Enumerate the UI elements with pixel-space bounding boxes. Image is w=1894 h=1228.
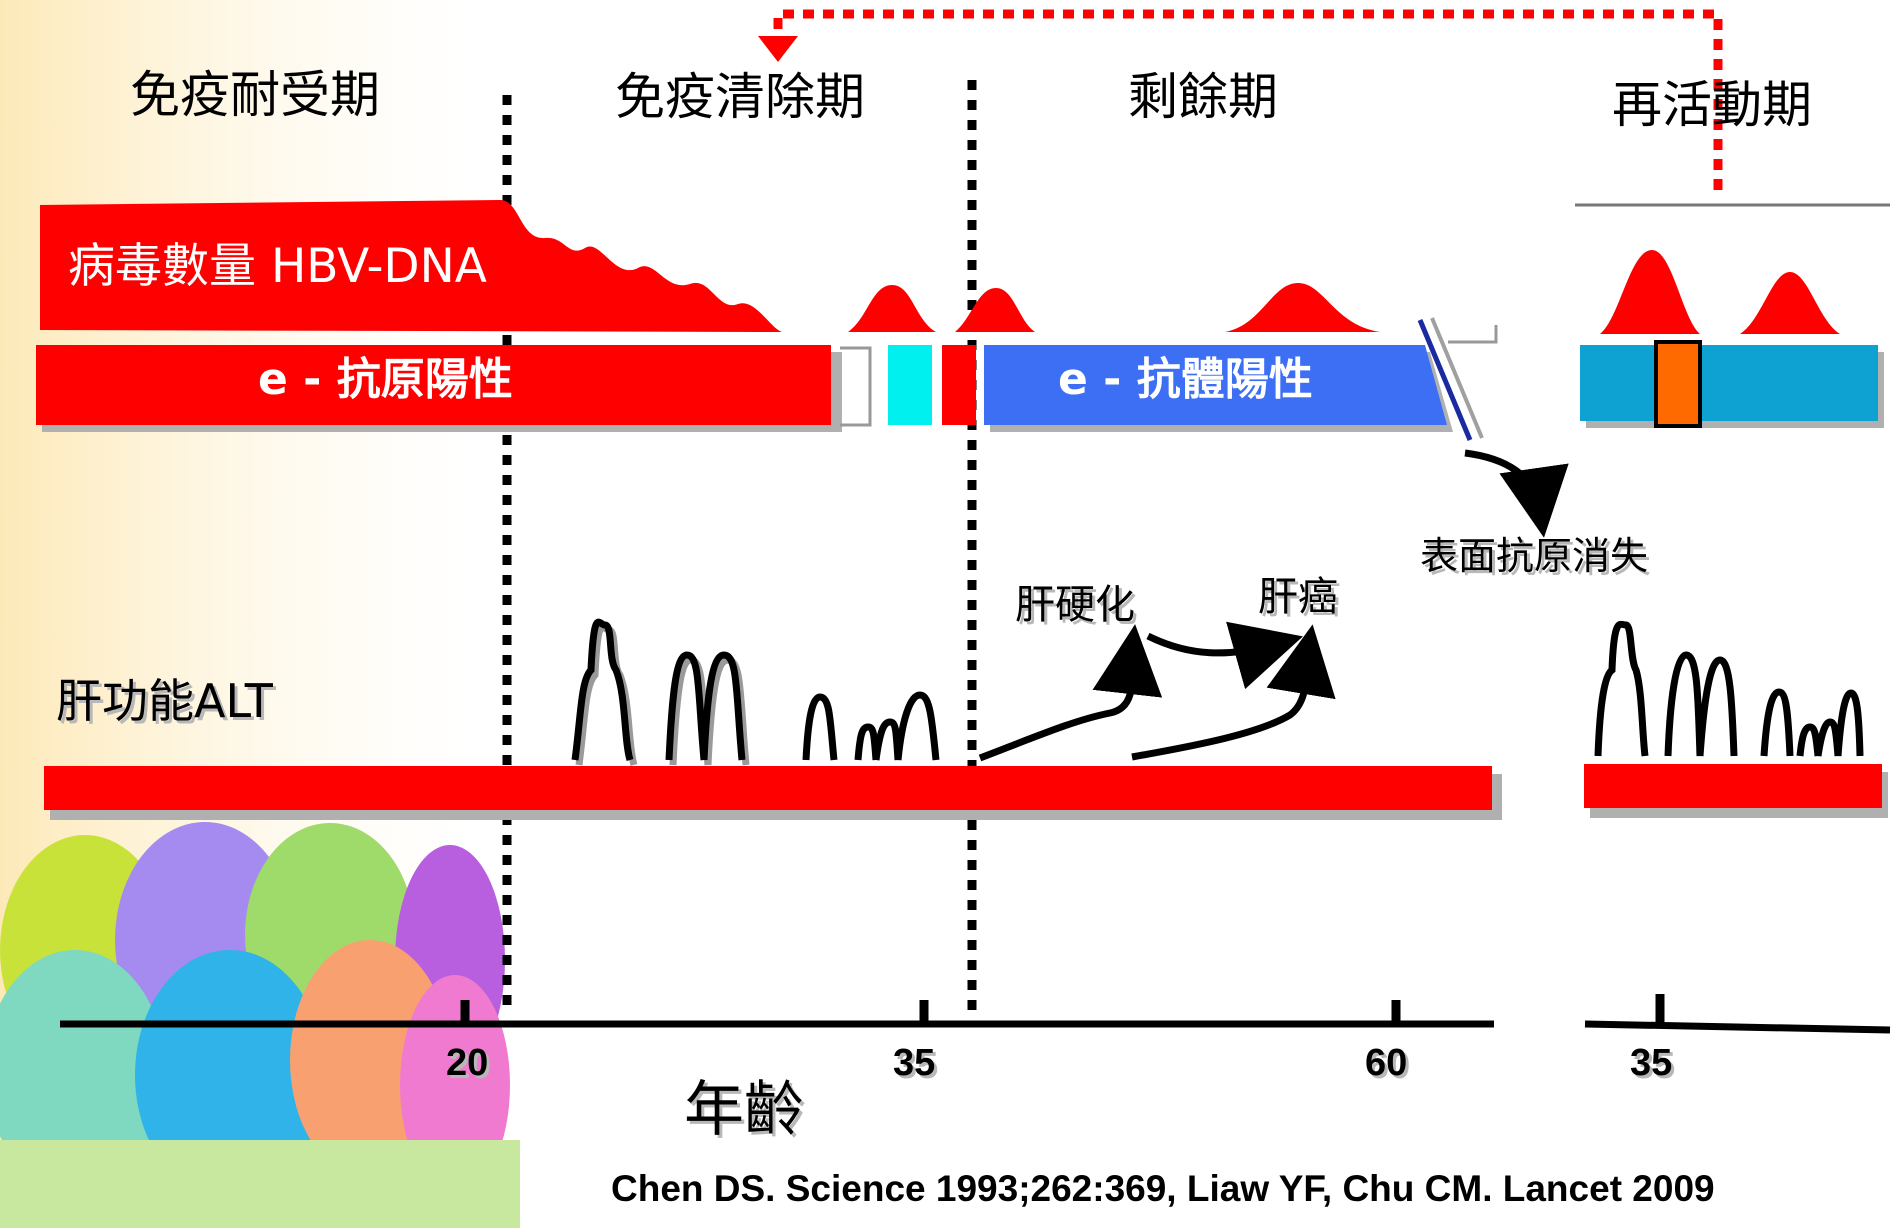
viral-load-peak xyxy=(1225,283,1380,332)
gap-outline xyxy=(840,346,872,427)
cirrhosis-arrow xyxy=(978,624,1163,762)
viral-load-label: 病毒數量 HBV-DNA xyxy=(68,239,487,294)
viral-load-peak xyxy=(848,285,936,332)
e-antibody-bar xyxy=(984,345,1447,425)
surface-antigen-arrow xyxy=(1464,449,1569,538)
break-mark xyxy=(1417,319,1473,441)
phase-label-immune-tolerant: 免疫耐受期 xyxy=(130,66,380,124)
e-antigen-bar xyxy=(36,345,831,425)
viral-load-main xyxy=(40,200,782,332)
reactivation-age-tick-label: 35 xyxy=(1630,1042,1673,1084)
viral-load-peak xyxy=(955,288,1035,332)
phase-label-residual: 剩餘期 xyxy=(1128,68,1278,126)
age-axis-title: 年齡 xyxy=(684,1075,804,1145)
cyan-segment xyxy=(888,345,932,425)
alt-flare xyxy=(802,691,940,761)
age-tick-label-35: 35 xyxy=(893,1042,936,1084)
viral-load-peak xyxy=(1600,250,1700,334)
alt-bar xyxy=(44,766,1492,810)
viral-load-peak xyxy=(1740,272,1840,334)
cancer-arrow xyxy=(1131,624,1336,761)
alt-bar-reactivation xyxy=(1584,764,1882,808)
surface-antigen-loss-label: 表面抗原消失 xyxy=(1420,534,1649,578)
cirrhosis-label: 肝硬化 xyxy=(1015,582,1135,628)
e-antibody-label: e - 抗體陽性 xyxy=(1058,354,1313,405)
age-tick-label-20: 20 xyxy=(446,1042,489,1084)
liver-cancer-label: 肝癌 xyxy=(1258,574,1338,620)
e-antigen-label: e - 抗原陽性 xyxy=(258,354,513,405)
alt-flare xyxy=(571,618,634,762)
reactivation-axis-line xyxy=(1584,1020,1891,1034)
reactivation-marker xyxy=(1654,340,1702,428)
reactivation-arrow xyxy=(773,9,1723,190)
alt-flare xyxy=(1594,620,1864,757)
reactivation-band xyxy=(1580,345,1878,421)
reactivation-arrow-head xyxy=(758,36,798,62)
citation: Chen DS. Science 1993;262:369, Liaw YF, … xyxy=(611,1168,1715,1209)
easter-eggs-illustration xyxy=(0,822,520,1228)
break-mark xyxy=(1430,317,1484,439)
band-tail xyxy=(1448,325,1498,344)
age-tick-label-60: 60 xyxy=(1365,1042,1408,1084)
phase-label-reactivation: 再活動期 xyxy=(1612,76,1812,134)
cirrhosis-to-cancer-arrow xyxy=(1146,621,1303,690)
alt-label: 肝功能ALT xyxy=(56,674,273,728)
phase-label-immune-clearance: 免疫清除期 xyxy=(615,68,865,126)
alt-flare xyxy=(665,651,746,761)
red-segment xyxy=(942,345,976,425)
